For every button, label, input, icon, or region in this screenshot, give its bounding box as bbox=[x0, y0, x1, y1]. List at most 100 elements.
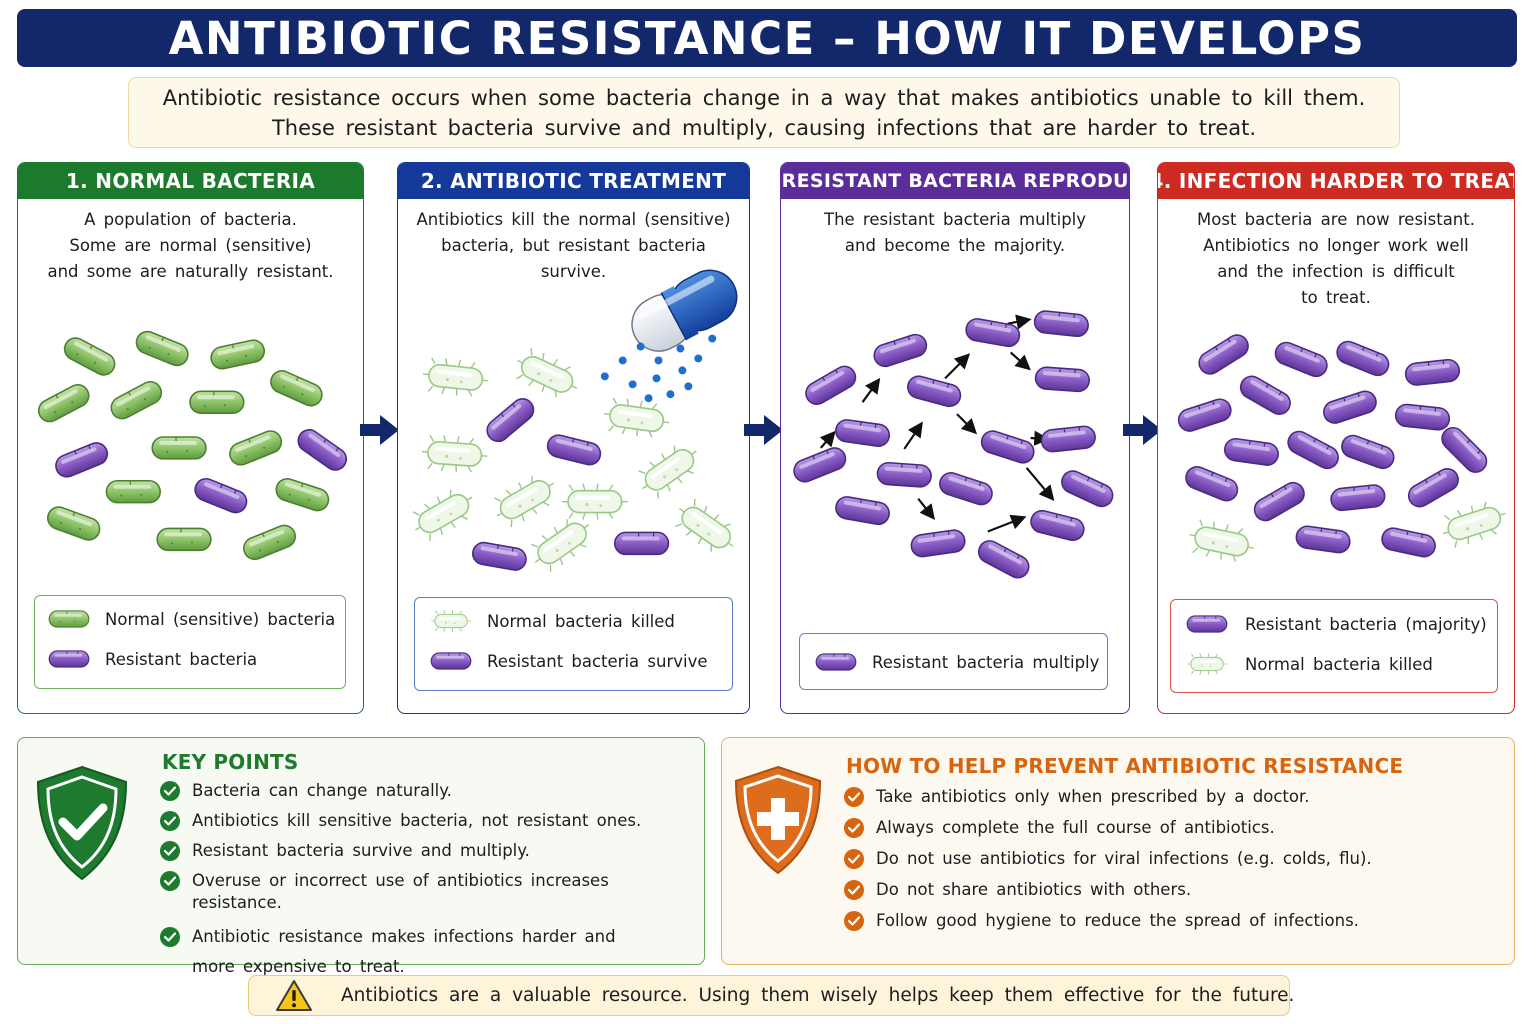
prevention-list: Take antibiotics only when prescribed by… bbox=[844, 786, 1494, 932]
resistant-bacterium bbox=[51, 438, 112, 481]
list-item: Do not share antibiotics with others. bbox=[844, 879, 1494, 901]
killed-bacterium bbox=[420, 355, 491, 400]
normal-bacterium bbox=[151, 436, 207, 460]
step-1-heading: 1. NORMAL BACTERIA bbox=[18, 163, 363, 199]
prevention-tip-text: Follow good hygiene to reduce the spread… bbox=[876, 911, 1359, 930]
list-item: Follow good hygiene to reduce the spread… bbox=[844, 910, 1494, 932]
resistant-bacterium bbox=[963, 316, 1022, 349]
resistant-bacterium bbox=[1235, 371, 1295, 419]
resistant-bacterium bbox=[544, 432, 604, 468]
normal-bacterium bbox=[106, 377, 166, 424]
list-item: Do not use antibiotics for viral infecti… bbox=[844, 848, 1494, 870]
resistant-bacterium bbox=[909, 528, 967, 559]
resistant-bacterium bbox=[936, 469, 996, 509]
step-2-desc-line: bacteria, but resistant bacteria bbox=[441, 236, 706, 255]
prevention-tip-text: Do not share antibiotics with others. bbox=[876, 880, 1192, 899]
list-item: Take antibiotics only when prescribed by… bbox=[844, 786, 1494, 808]
check-icon bbox=[160, 811, 180, 831]
resistant-bacterium bbox=[904, 372, 964, 410]
resistant-bacterium bbox=[1329, 483, 1387, 513]
shield-check-icon bbox=[36, 765, 128, 881]
normal-bacterium bbox=[208, 337, 268, 372]
step-4-description: Most bacteria are now resistant. Antibio… bbox=[1164, 207, 1508, 311]
step-4-desc-line: Most bacteria are now resistant. bbox=[1197, 210, 1475, 229]
step-1-legend: Normal (sensitive) bacteria Resistant ba… bbox=[34, 595, 346, 689]
resistant-bacterium bbox=[833, 494, 892, 527]
resistant-bacterium bbox=[1039, 424, 1097, 454]
prevention-box: HOW TO HELP PREVENT ANTIBIOTIC RESISTANC… bbox=[721, 737, 1515, 965]
legend-label: Resistant bacteria survive bbox=[487, 651, 708, 671]
killed-bacterium bbox=[668, 493, 745, 562]
step-3-legend: Resistant bacteria multiply bbox=[799, 633, 1108, 690]
resistant-bacterium bbox=[1027, 507, 1087, 544]
resistant-bacterium bbox=[1403, 464, 1463, 512]
footer-text: Antibiotics are a valuable resource. Usi… bbox=[341, 985, 1295, 1006]
resistant-bacterium bbox=[789, 443, 850, 486]
legend-item: Normal (sensitive) bacteria bbox=[47, 599, 345, 639]
growth-arrow bbox=[944, 353, 971, 380]
list-item: Bacteria can change naturally. bbox=[160, 780, 690, 802]
check-icon bbox=[844, 849, 864, 869]
growth-arrow bbox=[1007, 314, 1032, 330]
check-icon bbox=[160, 841, 180, 861]
normal-bacterium bbox=[105, 479, 161, 504]
resistant-bacterium bbox=[1403, 357, 1462, 387]
key-points-heading: KEY POINTS bbox=[162, 750, 299, 774]
legend-label: Normal bacteria killed bbox=[1245, 654, 1433, 674]
prevention-heading: HOW TO HELP PREVENT ANTIBIOTIC RESISTANC… bbox=[846, 754, 1404, 778]
resistant-bacterium bbox=[481, 393, 539, 447]
legend-item: Normal bacteria killed bbox=[429, 601, 732, 641]
step-1-description: A population of bacteria. Some are norma… bbox=[24, 207, 357, 285]
resistant-bacterium bbox=[1057, 466, 1117, 511]
list-item: Overuse or incorrect use of antibiotics … bbox=[160, 870, 690, 914]
legend-label: Normal (sensitive) bacteria bbox=[105, 609, 336, 629]
antibiotic-particles bbox=[600, 334, 717, 415]
resistant-bacterium bbox=[1032, 309, 1091, 339]
killed-bacterium bbox=[1185, 516, 1259, 567]
killed-bacterium bbox=[561, 482, 629, 521]
killed-bacterium bbox=[419, 432, 490, 475]
step-4-desc-line: to treat. bbox=[1301, 288, 1371, 307]
footer-banner: Antibiotics are a valuable resource. Usi… bbox=[248, 975, 1294, 1016]
step-3-description: The resistant bacteria multiply and beco… bbox=[787, 207, 1123, 259]
key-point-text: Resistant bacteria survive and multiply. bbox=[192, 841, 530, 860]
step-2-panel: 2. ANTIBIOTIC TREATMENT Antibiotics kill… bbox=[397, 162, 750, 714]
check-icon bbox=[160, 927, 180, 947]
step-3-panel: 3. RESISTANT BACTERIA REPRODUCE The resi… bbox=[780, 162, 1130, 714]
step-2-desc-line: Antibiotics kill the normal (sensitive) bbox=[416, 210, 731, 229]
killed-bacterium bbox=[631, 435, 708, 505]
normal-bacterium bbox=[59, 333, 120, 380]
page-title: ANTIBIOTIC RESISTANCE – HOW IT DEVELOPS bbox=[168, 11, 1366, 65]
intro-line-1: Antibiotic resistance occurs when some b… bbox=[162, 85, 1366, 110]
check-icon bbox=[160, 871, 180, 891]
legend-label: Resistant bacteria bbox=[105, 649, 258, 669]
resistant-bacterium bbox=[1034, 365, 1091, 393]
resistant-bacterium-icon bbox=[48, 650, 90, 668]
key-points-list: Bacteria can change naturally. Antibioti… bbox=[160, 780, 690, 982]
normal-bacterium-icon bbox=[48, 610, 90, 628]
step-2-description: Antibiotics kill the normal (sensitive) … bbox=[404, 207, 743, 285]
resistant-bacterium bbox=[1181, 462, 1242, 505]
resistant-bacterium-icon bbox=[430, 652, 472, 670]
title-banner: ANTIBIOTIC RESISTANCE – HOW IT DEVELOPS bbox=[17, 9, 1517, 67]
resistant-bacterium bbox=[1175, 395, 1235, 435]
intro-box: Antibiotic resistance occurs when some b… bbox=[128, 77, 1400, 148]
legend-item: Resistant bacteria survive bbox=[429, 641, 732, 681]
growth-arrow bbox=[917, 497, 936, 520]
prevention-tip-text: Take antibiotics only when prescribed by… bbox=[876, 787, 1310, 806]
key-point-text: Antibiotic resistance makes infections h… bbox=[192, 927, 616, 976]
normal-bacterium bbox=[156, 527, 212, 552]
resistant-bacterium bbox=[613, 531, 670, 556]
step-4-desc-line: and the infection is difficult bbox=[1217, 262, 1455, 281]
step-2-desc-line: survive. bbox=[540, 262, 607, 281]
step-2-legend: Normal bacteria killed Resistant bacteri… bbox=[414, 597, 733, 691]
step-arrow-icon bbox=[360, 415, 399, 445]
killed-bacterium bbox=[487, 466, 564, 533]
check-icon bbox=[160, 781, 180, 801]
step-arrow-icon bbox=[744, 415, 783, 445]
resistant-bacterium bbox=[1294, 524, 1352, 555]
killed-bacterium bbox=[1436, 495, 1512, 552]
list-item: Resistant bacteria survive and multiply. bbox=[160, 840, 690, 862]
prevention-tip-text: Do not use antibiotics for viral infecti… bbox=[876, 849, 1372, 868]
resistant-bacterium bbox=[293, 424, 352, 476]
